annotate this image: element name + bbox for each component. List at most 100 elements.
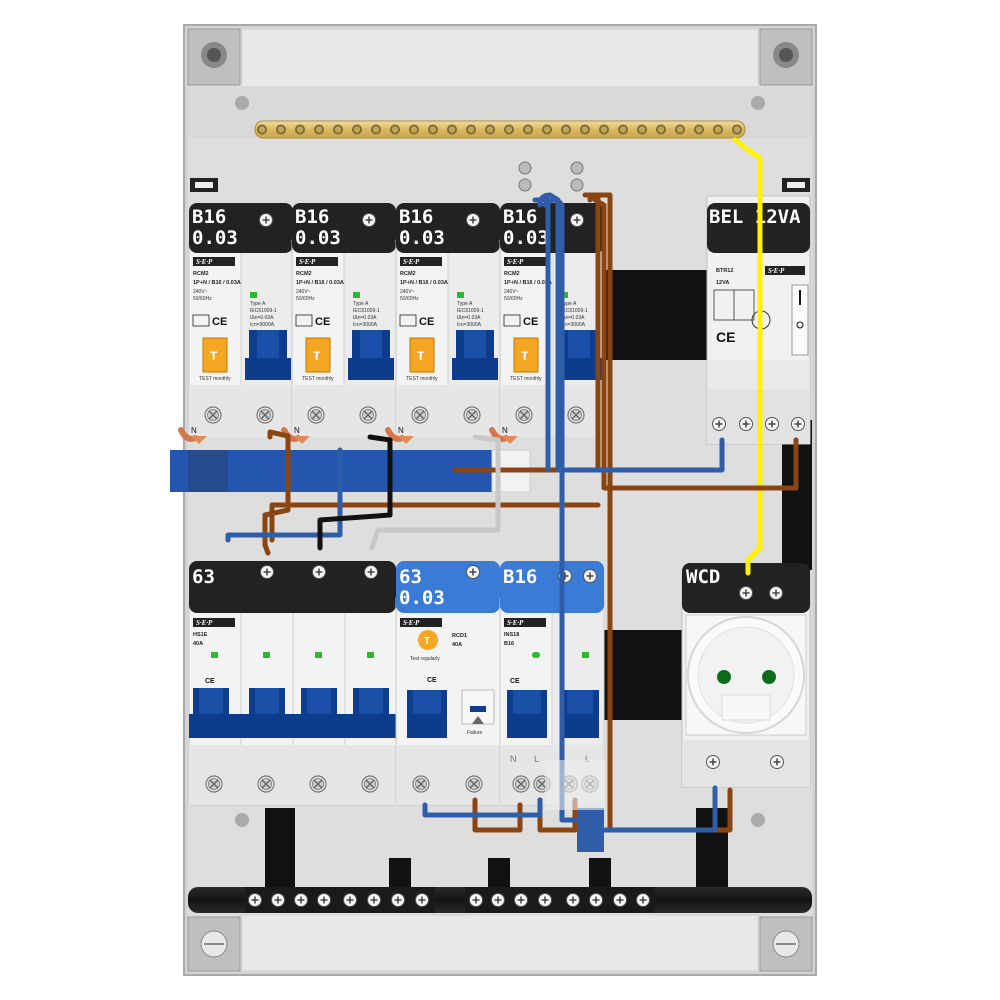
rcbo-icn: Icn=3000A xyxy=(457,322,482,328)
svg-text:CE: CE xyxy=(315,316,330,328)
rccb-sensitivity: 0.03 xyxy=(399,587,445,609)
earth-terminal-hole xyxy=(371,124,381,135)
mcb-brand: S·E·P xyxy=(507,619,524,627)
terminal-screw xyxy=(490,892,506,908)
terminal-screw xyxy=(414,892,430,908)
svg-text:T: T xyxy=(210,349,218,363)
earth-terminal-hole xyxy=(428,124,438,135)
rccb-test-glyph: T xyxy=(424,636,430,647)
earth-bolts xyxy=(518,161,584,192)
rcbo-voltage: 240V~ xyxy=(193,289,208,295)
terminal-screw xyxy=(247,892,263,908)
main-switch-ce: CE xyxy=(205,678,215,685)
earth-terminal-hole xyxy=(504,124,514,135)
earth-terminal-hole xyxy=(390,124,400,135)
svg-text:T: T xyxy=(521,349,529,363)
mcb-rating: B16 xyxy=(503,566,537,588)
rcbo-brand: S·E·P xyxy=(507,258,524,266)
bell-label: BEL 12VA xyxy=(709,206,801,228)
rcbo-brand: S·E·P xyxy=(299,258,316,266)
rcbo-test-label: TEST monthly xyxy=(510,376,542,382)
earth-terminal-hole xyxy=(561,124,571,135)
socket-label: WCD xyxy=(686,566,720,588)
test-button[interactable] xyxy=(202,337,228,373)
rcbo-model: RCM2 xyxy=(400,271,416,277)
rcbo-sensitivity: 0.03 xyxy=(399,227,445,249)
rcbo-idn: IΔn=0.03A xyxy=(250,315,274,321)
rcbo-spec: 1P+N / B16 / 0.03A xyxy=(504,280,552,286)
earth-terminal-hole xyxy=(542,124,552,135)
rcbo-sensitivity: 0.03 xyxy=(295,227,341,249)
mcb-terminal-l: L xyxy=(534,754,539,764)
earth-terminal-hole xyxy=(295,124,305,135)
rcbo-type: Type A xyxy=(353,301,369,307)
svg-text:CE: CE xyxy=(419,316,434,328)
svg-text:T: T xyxy=(417,349,425,363)
test-button[interactable] xyxy=(513,337,539,373)
neutral-mark: N xyxy=(502,426,508,435)
test-button[interactable] xyxy=(305,337,331,373)
rcbo-icn: Icn=3000A xyxy=(561,322,586,328)
neutral-mark: N xyxy=(191,426,197,435)
yellow-wire xyxy=(732,137,763,576)
test-button[interactable] xyxy=(409,337,435,373)
svg-text:T: T xyxy=(313,349,321,363)
neutral-mark: N xyxy=(398,426,404,435)
wall-socket[interactable]: WCD xyxy=(681,563,811,788)
earth-terminal-hole xyxy=(732,124,742,135)
rcbo-standard: IEC61009-1 xyxy=(353,308,380,314)
terminal-screw xyxy=(316,892,332,908)
rcbo-test-label: TEST monthly xyxy=(406,376,438,382)
rcbo-sensitivity: 0.03 xyxy=(192,227,238,249)
terminal-screw xyxy=(342,892,358,908)
rail-supports xyxy=(265,808,728,893)
rccb-failure-label: Failure xyxy=(467,730,483,736)
rccb-test-button[interactable] xyxy=(418,630,438,650)
corner-mount-br xyxy=(759,916,813,972)
terminal-screw xyxy=(635,892,651,908)
din-rail-upper xyxy=(600,270,710,360)
corner-mount-tl xyxy=(187,28,241,86)
rccb-rating: 63 xyxy=(399,566,422,588)
main-switch-rating: 63 xyxy=(192,566,215,588)
bell-ce: CE xyxy=(716,329,735,345)
rccb-current: 40A xyxy=(452,642,462,648)
earth-terminal-hole xyxy=(599,124,609,135)
rcbo-test-label: TEST monthly xyxy=(302,376,334,382)
rcbo-type: Type A xyxy=(250,301,266,307)
rcbo-sensitivity: 0.03 xyxy=(503,227,549,249)
mcb-terminal-l2: L xyxy=(585,754,590,764)
rcbo-brand: S·E·P xyxy=(403,258,420,266)
wire-junction xyxy=(577,808,604,852)
main-switch-brand: S·E·P xyxy=(196,619,213,627)
rcbo-frequency: 50/60Hz xyxy=(400,296,419,302)
corner-mount-tr xyxy=(759,28,813,86)
earth-terminal-hole xyxy=(333,124,343,135)
brown-wire-1 xyxy=(262,429,291,556)
neutral-mark: N xyxy=(294,426,300,435)
mcb-terminal-n: N xyxy=(510,754,517,764)
earth-terminal-hole xyxy=(276,124,286,135)
rcbo-model: RCM2 xyxy=(193,271,209,277)
terminal-screw xyxy=(513,892,529,908)
grey-wire xyxy=(369,434,501,551)
main-switch-model: HS1E xyxy=(193,632,208,638)
svg-text:CE: CE xyxy=(523,316,538,328)
black-wire xyxy=(317,434,393,551)
rcbo-spec: 1P+N / B16 / 0.03A xyxy=(400,280,448,286)
earth-terminal-hole xyxy=(656,124,666,135)
brown-wire-3 xyxy=(592,197,799,491)
rcbo-type: Type A xyxy=(561,301,577,307)
earth-terminal-hole xyxy=(694,124,704,135)
terminal-screw xyxy=(612,892,628,908)
rcbo-frequency: 50/60Hz xyxy=(193,296,212,302)
